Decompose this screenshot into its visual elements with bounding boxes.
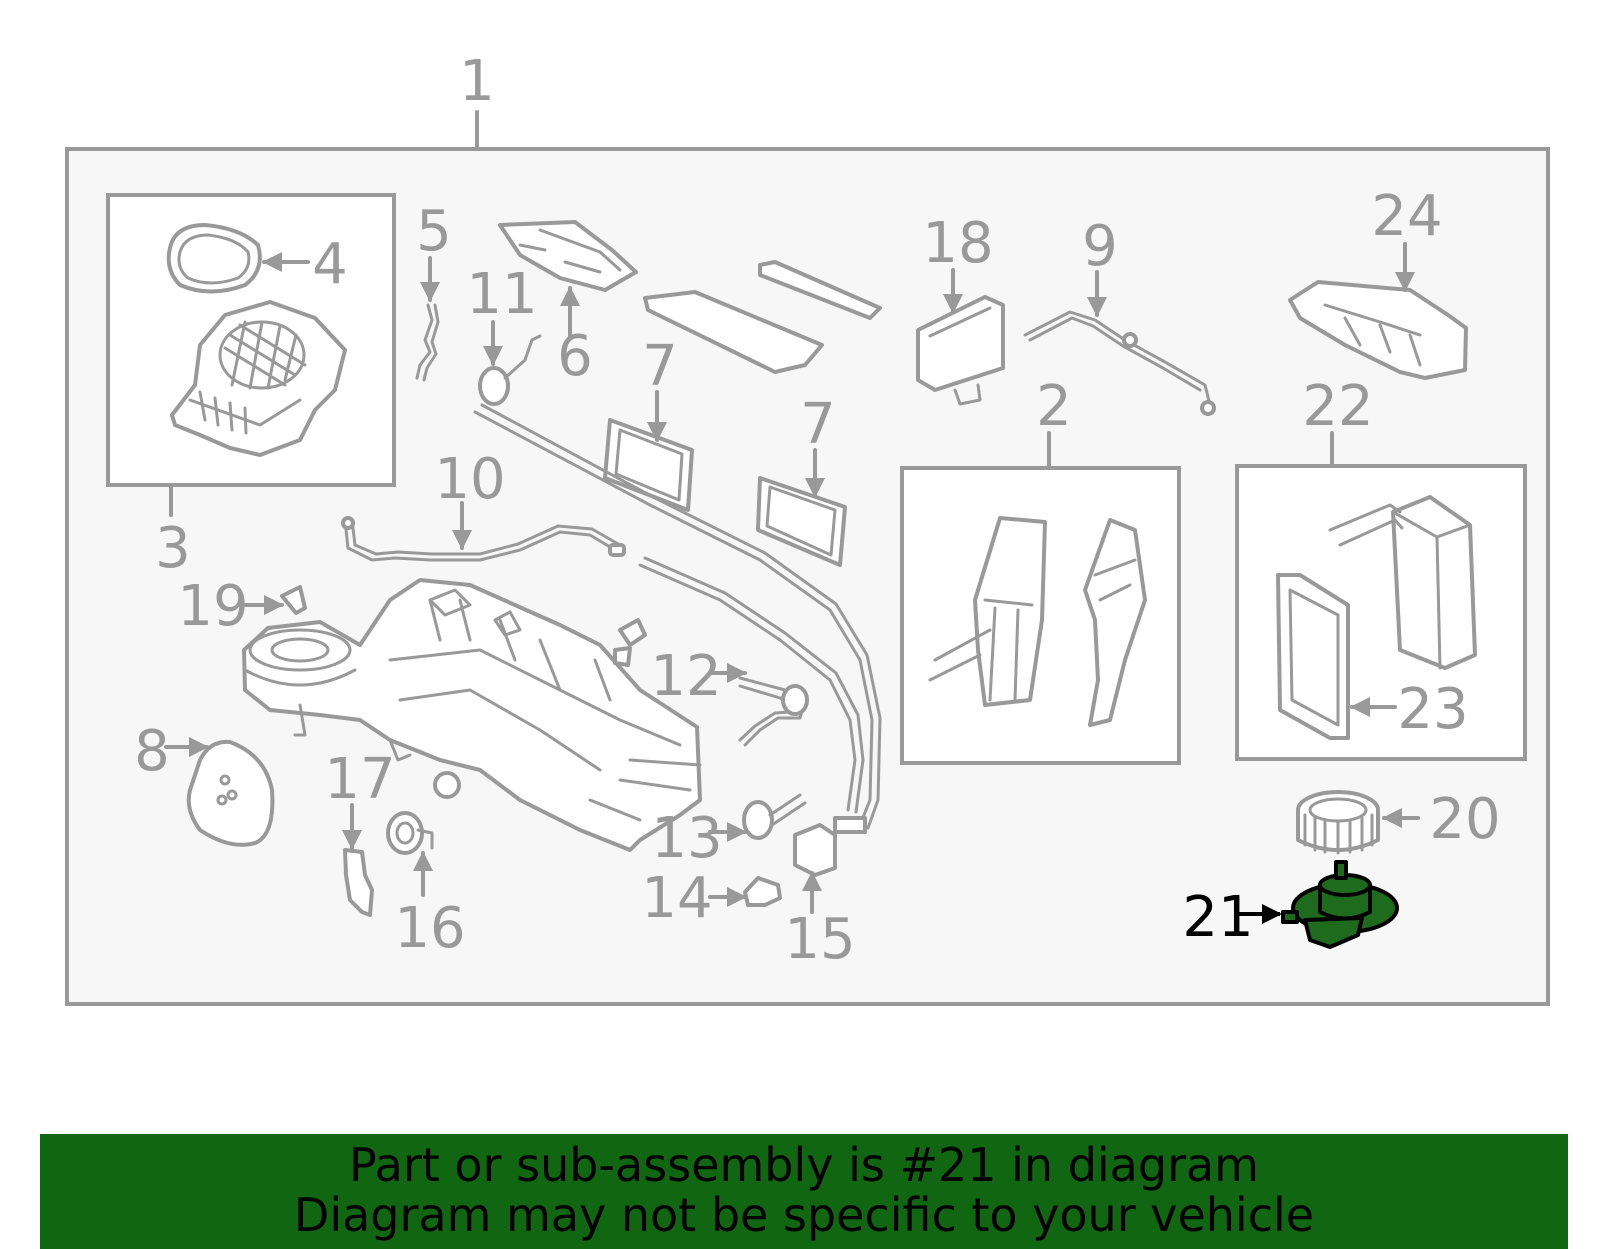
part-15-resistor — [793, 823, 837, 877]
part-3-blower-housing — [170, 300, 347, 457]
part-refrigerant-lines — [473, 403, 882, 834]
part-2-evaporator — [928, 516, 1147, 727]
callout-23: 23 — [1397, 677, 1468, 742]
callout-24: 24 — [1371, 184, 1442, 249]
callout-18: 18 — [922, 211, 993, 276]
banner-line-1: Part or sub-assembly is #21 in diagram — [349, 1138, 1259, 1192]
part-16-grommet — [386, 811, 434, 855]
callout-19: 19 — [177, 574, 248, 639]
callout-13: 13 — [651, 806, 722, 871]
part-21-blower-motor — [1281, 860, 1399, 949]
part-17-bracket — [343, 848, 374, 917]
part-22-heater-core — [1328, 495, 1477, 670]
part-13-sensor — [742, 793, 807, 840]
part-23-filter — [1276, 573, 1350, 740]
part-1-hvac-case — [242, 578, 702, 852]
part-14-connector — [743, 876, 782, 907]
part-19-clip — [280, 585, 307, 615]
callout-14: 14 — [641, 866, 712, 931]
callout-21: 21 — [1182, 885, 1253, 950]
callout-10: 10 — [434, 447, 505, 512]
banner-line-2: Diagram may not be specific to your vehi… — [293, 1188, 1315, 1242]
part-20-blower-wheel — [1296, 790, 1380, 855]
part-4-seal — [166, 223, 262, 294]
part-18-cabin-filter — [916, 295, 1005, 406]
callout-7b: 7 — [800, 392, 836, 457]
callout-9: 9 — [1082, 214, 1118, 279]
callout-3: 3 — [155, 516, 191, 581]
info-banner: Part or sub-assembly is #21 in diagram D… — [40, 1134, 1568, 1249]
callout-17: 17 — [324, 747, 395, 812]
callout-2: 2 — [1036, 374, 1072, 439]
part-12-hose-fitting — [738, 676, 809, 747]
part-duct-panels — [643, 260, 882, 374]
callout-5: 5 — [416, 199, 452, 264]
callout-20: 20 — [1429, 787, 1500, 852]
callout-1: 1 — [459, 49, 495, 114]
callout-15: 15 — [784, 907, 855, 972]
callout-4: 4 — [312, 232, 348, 297]
part-6-duct — [498, 220, 638, 292]
callout-12: 12 — [650, 644, 721, 709]
part-10-hose — [341, 516, 626, 562]
callout-22: 22 — [1302, 374, 1373, 439]
part-8-cover — [186, 739, 275, 847]
callout-6: 6 — [557, 324, 593, 389]
part-24-air-duct — [1288, 280, 1468, 380]
callout-11: 11 — [466, 262, 537, 327]
part-11-sensor — [478, 334, 542, 406]
callout-8: 8 — [134, 719, 170, 784]
callout-7a: 7 — [642, 334, 678, 399]
part-5-clip — [415, 303, 440, 382]
part-9-hose — [1023, 310, 1216, 416]
callout-16: 16 — [394, 896, 465, 961]
